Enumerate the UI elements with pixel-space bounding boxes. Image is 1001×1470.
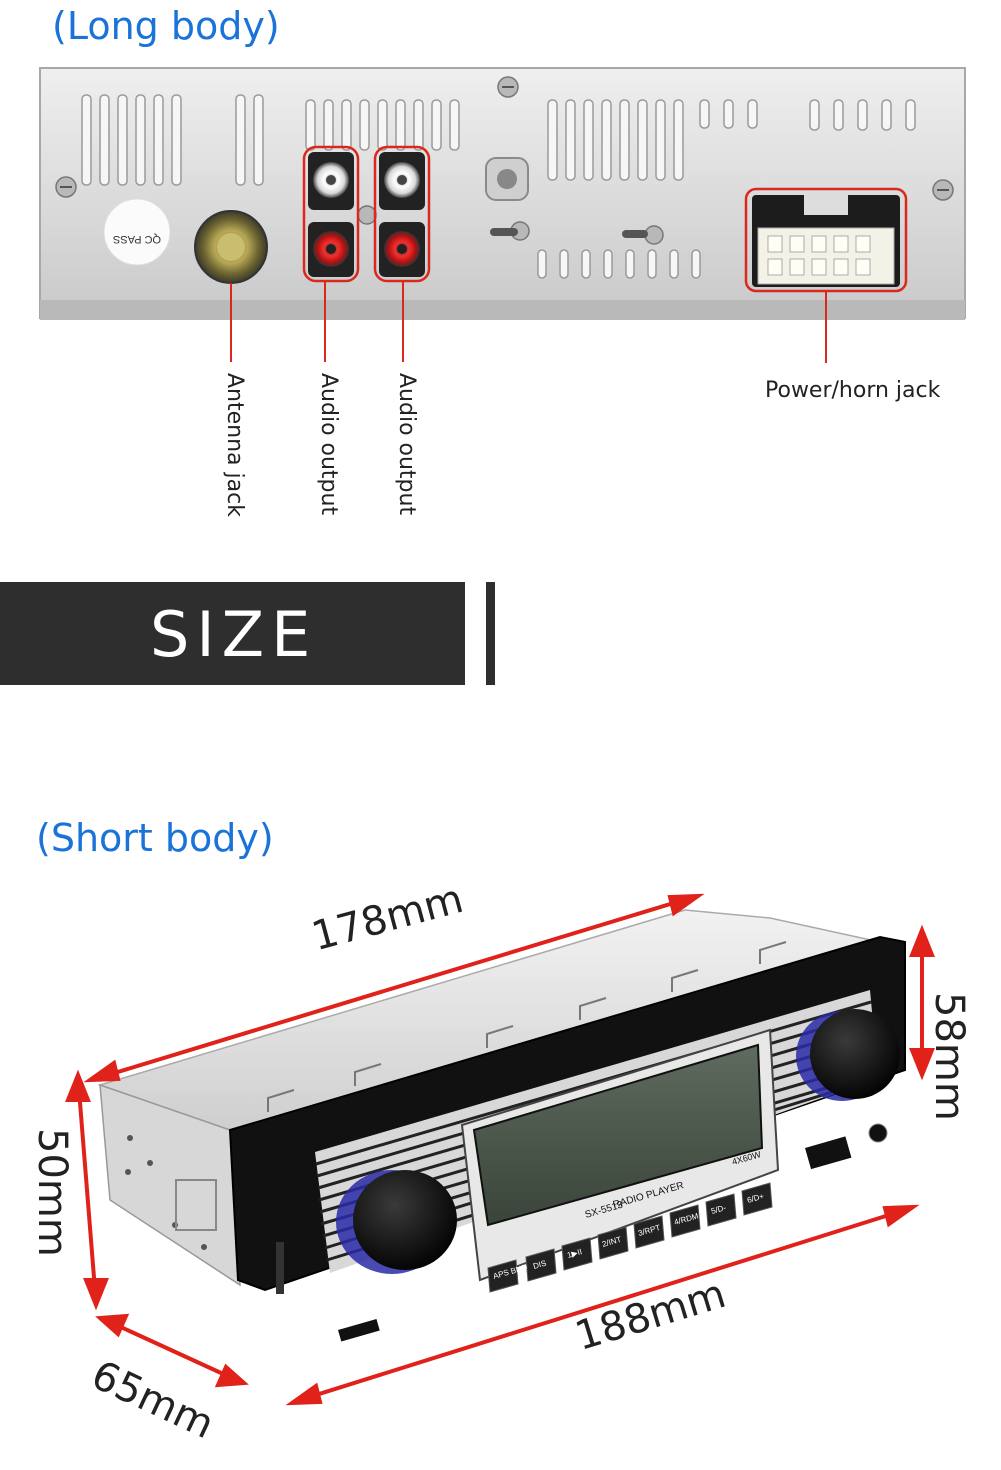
dim-height-right: 58mm [926,992,972,1121]
callout-audio-output-1: Audio output [316,373,341,516]
btn-5-d-minus[interactable]: 5/D- [710,1203,727,1216]
qc-sticker-text: QC PASS [113,233,161,245]
callout-power-horn-jack: Power/horn jack [765,378,941,403]
short-body-title: (Short body) [36,816,274,860]
usb-port [805,1136,852,1170]
long-body-title: (Long body) [52,4,280,48]
sd-slot [337,1318,380,1342]
size-banner [0,582,465,685]
audio-output-outline-1 [302,145,360,283]
aux-jack [868,1123,888,1143]
right-tuning-knob[interactable] [810,1009,900,1099]
lcd-display [472,1043,764,1227]
long-body-rear-panel: QC PASS [39,67,966,363]
callout-antenna-jack: Antenna jack [222,373,247,517]
dim-height-left: 50mm [29,1128,75,1257]
left-volume-knob[interactable] [353,1170,457,1270]
size-banner-tick [486,582,495,685]
size-banner-label: SIZE [150,598,318,671]
callout-audio-output-2: Audio output [394,373,419,516]
btn-1[interactable]: 1▶II [566,1247,583,1260]
short-body-radio-illustration: SX-5513 RADIO PLAYER 4X60W APS BND DIS 1… [65,893,935,1406]
btn-dis[interactable]: DIS [532,1259,547,1271]
